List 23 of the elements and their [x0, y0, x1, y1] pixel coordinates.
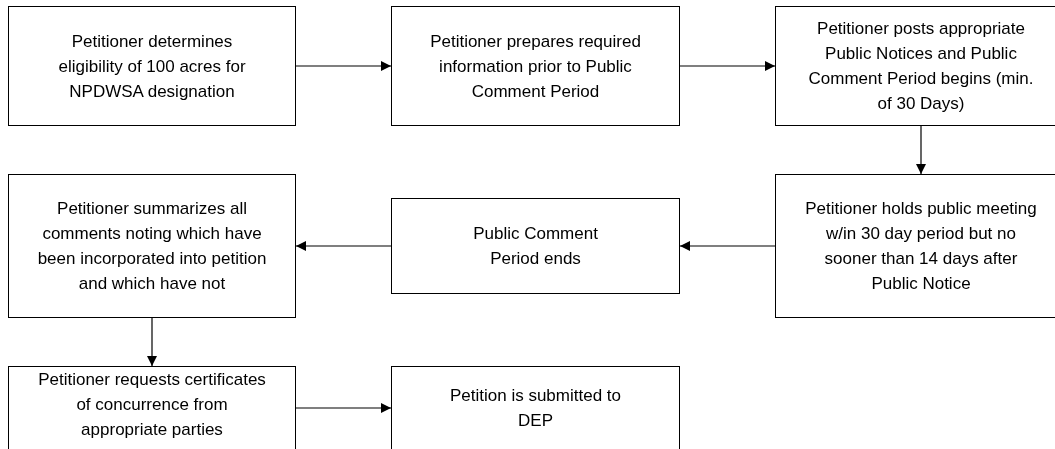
- arrow: [679, 241, 776, 251]
- arrow: [916, 125, 926, 175]
- arrow: [679, 61, 776, 71]
- process-box: [8, 174, 296, 318]
- arrow: [295, 61, 392, 71]
- arrow: [295, 241, 392, 251]
- box-text: Petitioner summarizes all comments noting which have been incorporated into petition and which have not: [36, 198, 268, 295]
- box-text: Petition is submitted to DEP: [449, 385, 622, 432]
- box-text: Petitioner posts appropriate Public Notices and Public Comment Period begins (min. of 30 Days): [807, 18, 1035, 115]
- box-text: Public Comment Period ends: [472, 223, 599, 270]
- process-box: [391, 6, 680, 126]
- process-box: [775, 6, 1055, 126]
- arrow: [295, 403, 392, 413]
- process-box: [8, 6, 296, 126]
- process-box: [391, 198, 680, 294]
- box-text: Petitioner holds public meeting w/in 30 day period but no sooner than 14 days after Public Notice: [804, 198, 1038, 295]
- arrow: [147, 317, 157, 367]
- process-box: [8, 366, 296, 449]
- box-text: Petitioner determines eligibility of 100 acres for NPDWSA designation: [57, 30, 247, 103]
- box-text: Petitioner requests certificates of concurrence from appropriate parties: [37, 369, 267, 441]
- process-box: [391, 366, 680, 449]
- box-text: Petitioner prepares required information prior to Public Comment Period: [429, 30, 642, 103]
- process-box: [775, 174, 1055, 318]
